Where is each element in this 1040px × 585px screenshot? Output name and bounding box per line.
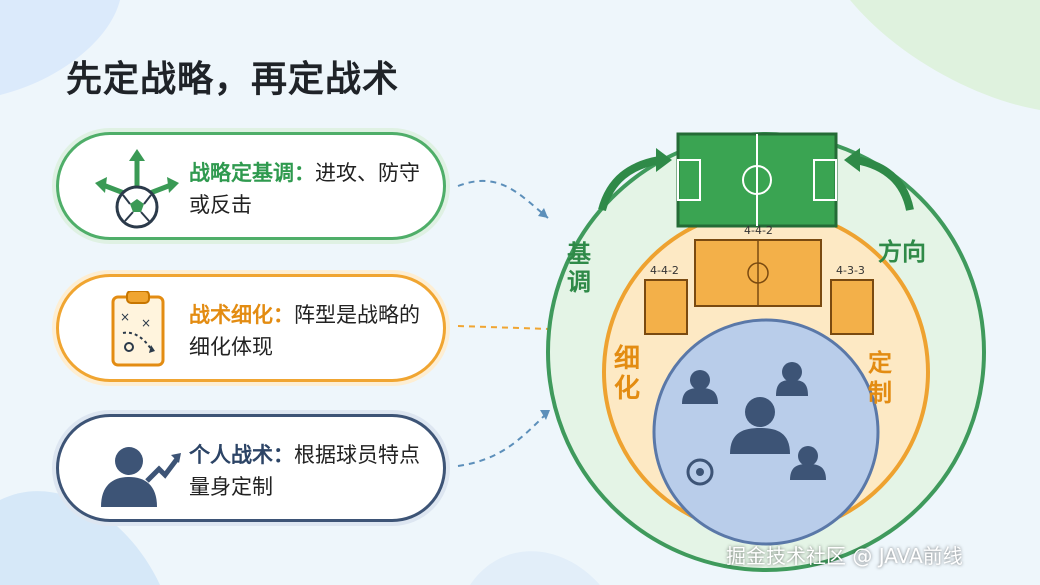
strategy-card-heading: 战略定基调： xyxy=(189,161,315,185)
formation-board-right xyxy=(830,279,874,335)
outer-label-right: 方向 xyxy=(878,238,926,266)
page-title: 先定战略，再定战术 xyxy=(66,59,400,100)
player-growth-icon xyxy=(93,431,181,511)
middle-label-right: 定制 xyxy=(868,349,892,407)
formation-label-right: 4-3-3 xyxy=(836,264,865,277)
tactics-clipboard-icon: × × xyxy=(93,290,181,371)
strategy-card-body: 进攻、防守或反击 xyxy=(189,161,420,217)
football-pitch-icon xyxy=(676,132,838,228)
individual-tactics-card: 个人战术：根据球员特点量身定制 xyxy=(56,414,446,522)
player-silhouettes-icon xyxy=(682,362,826,486)
individual-card-body: 根据球员特点量身定制 xyxy=(189,443,420,499)
formation-label-left: 4-4-2 xyxy=(650,264,679,277)
strategy-card: 战略定基调：进攻、防守或反击 xyxy=(56,132,446,240)
individual-card-heading: 个人战术： xyxy=(189,443,294,467)
formation-label-main: 4-4-2 xyxy=(744,224,773,237)
outer-label-left: 基调 xyxy=(567,240,591,296)
formation-board-main xyxy=(694,239,822,307)
svg-text:×: × xyxy=(141,316,151,330)
soccer-ball-arrows-icon xyxy=(93,149,181,229)
tactics-card: × × 战术细化：阵型是战略的细化体现 xyxy=(56,274,446,382)
middle-label-left: 细化 xyxy=(614,344,641,404)
formation-board-left xyxy=(644,279,688,335)
tactics-card-body: 阵型是战略的细化体现 xyxy=(189,303,420,359)
svg-text:×: × xyxy=(120,310,130,324)
watermark: 掘金技术社区 @ JAVA前线 xyxy=(726,544,963,568)
tactics-card-heading: 战术细化： xyxy=(189,303,294,327)
